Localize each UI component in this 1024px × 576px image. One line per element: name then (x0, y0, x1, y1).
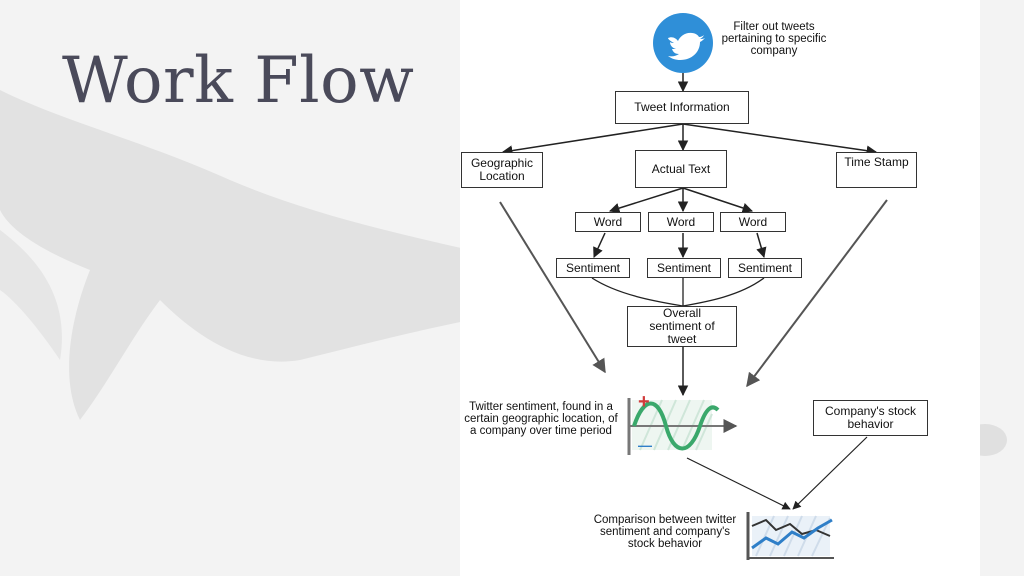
overall-sentiment-box: Overall sentiment of tweet (627, 306, 737, 347)
word-box-3: Word (720, 212, 786, 232)
positive-sign-icon: + (638, 391, 650, 413)
comparison-note: Comparison between twitter sentiment and… (593, 514, 737, 550)
sentiment-box-3: Sentiment (728, 258, 802, 278)
time-stamp-box: Time Stamp (836, 152, 917, 188)
stock-chart-icon (746, 512, 834, 560)
twitter-sentiment-note: Twitter sentiment, found in a certain ge… (464, 401, 618, 437)
actual-text-box: Actual Text (635, 150, 727, 188)
filter-tweets-note: Filter out tweets pertaining to specific… (721, 21, 827, 57)
twitter-bird-icon (653, 13, 713, 73)
sentiment-box-2: Sentiment (647, 258, 721, 278)
geographic-location-box: Geographic Location (461, 152, 543, 188)
stock-behavior-box: Company's stock behavior (813, 400, 928, 436)
word-box-1: Word (575, 212, 641, 232)
negative-sign-icon: — (638, 437, 652, 453)
sentiment-wave-chart-icon (627, 398, 738, 455)
sentiment-box-1: Sentiment (556, 258, 630, 278)
word-box-2: Word (648, 212, 714, 232)
slide-title: Work Flow (62, 44, 415, 118)
tweet-information-box: Tweet Information (615, 91, 749, 124)
